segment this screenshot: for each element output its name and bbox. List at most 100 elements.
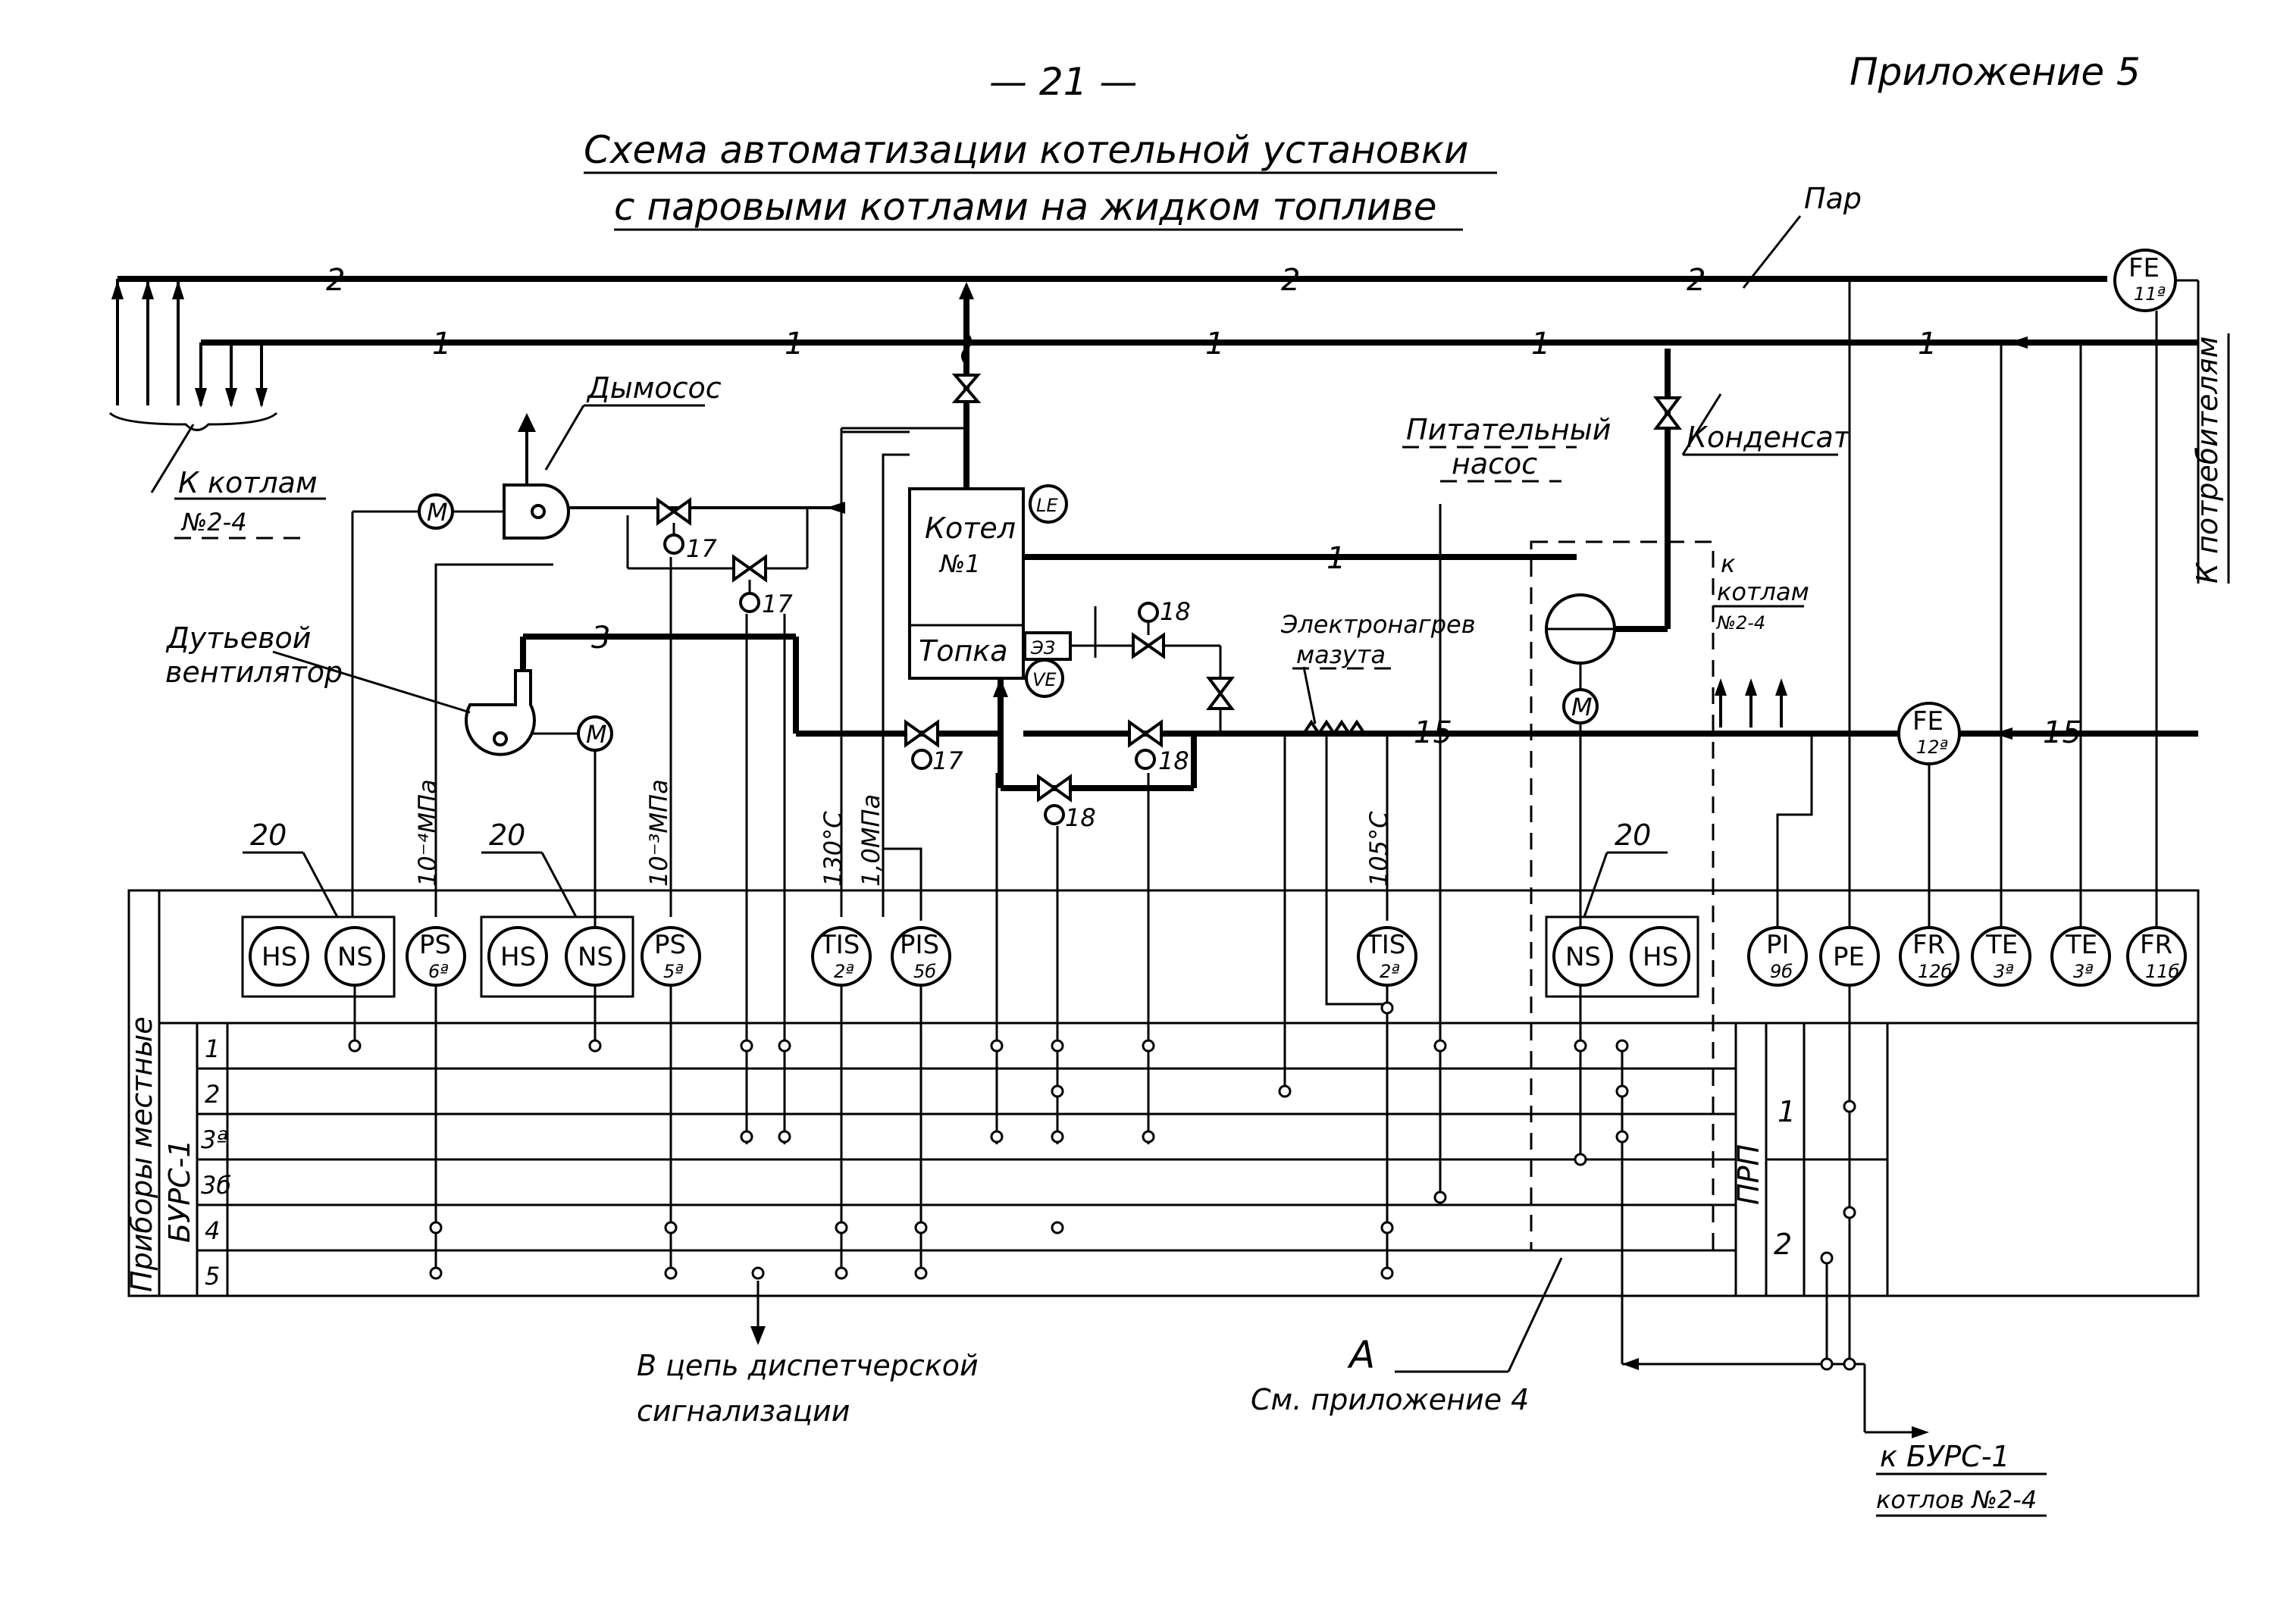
panel-local-label: Приборы местные xyxy=(125,1016,158,1292)
svg-text:TIS: TIS xyxy=(819,930,860,960)
valve-17-fuel xyxy=(904,719,939,770)
valve-steam xyxy=(951,374,982,403)
svg-text:NS: NS xyxy=(337,942,373,972)
group-number: 20 xyxy=(250,818,287,852)
line-number-condensate: 1 xyxy=(785,327,803,361)
svg-text:2ª: 2ª xyxy=(834,961,854,982)
prp-row-label: 1 xyxy=(1778,1095,1796,1128)
svg-text:3ª: 3ª xyxy=(2073,961,2094,982)
burs-row-label: 4 xyxy=(205,1216,220,1245)
panel-instrument-fr11b: FR 11б xyxy=(2126,926,2187,987)
svg-text:PE: PE xyxy=(1833,942,1865,972)
svg-text:12б: 12б xyxy=(1918,961,1953,982)
valve-number: 18 xyxy=(1158,746,1189,775)
impulse-lines xyxy=(434,279,2158,1197)
to-boilers-small-label: №2-4 xyxy=(1715,612,1765,634)
group-20-box xyxy=(480,915,634,998)
feed-pump-label-1: Питательный xyxy=(1406,413,1611,446)
panel-instrument-pe: PE xyxy=(1819,926,1880,987)
svg-text:LE: LE xyxy=(1036,495,1058,516)
appendix-label: Приложение 5 xyxy=(1850,50,2141,94)
svg-text:9б: 9б xyxy=(1770,961,1793,982)
panel-instrument-ns: NS xyxy=(1552,926,1613,987)
group-number: 20 xyxy=(489,818,525,852)
valve-number: 18 xyxy=(1160,597,1191,626)
svg-text:12ª: 12ª xyxy=(1916,737,1948,758)
line-number-steam: 2 xyxy=(1281,263,1300,298)
panel-burs-label: БУРС-1 xyxy=(163,1139,196,1243)
feed-pump-label-2: насос xyxy=(1452,447,1537,480)
panel-instrument-hs: HS xyxy=(487,926,548,987)
line-number-condensate: 1 xyxy=(432,327,451,361)
valve-17-damper xyxy=(732,554,767,613)
smoke-exhauster-label: Дымосос xyxy=(586,371,722,405)
panel-instrument-hs: HS xyxy=(1630,926,1690,987)
group-a-boundary xyxy=(1530,540,1715,1252)
burs-rows xyxy=(197,1067,1736,1252)
svg-text:6ª: 6ª xyxy=(428,961,449,982)
svg-text:HS: HS xyxy=(1643,942,1678,972)
panel-instrument-ps5a: PS 5ª xyxy=(641,926,701,987)
svg-text:FE: FE xyxy=(1912,706,1944,737)
panel-instrument-tis2a: TIS 2ª xyxy=(1357,926,1417,987)
valve-18-fuel xyxy=(1128,719,1163,770)
svg-text:ЭЗ: ЭЗ xyxy=(1030,637,1055,659)
svg-text:TIS: TIS xyxy=(1365,930,1405,960)
valve-number: 17 xyxy=(686,534,717,563)
valve-18-ignition xyxy=(1132,602,1165,659)
svg-text:11б: 11б xyxy=(2145,961,2180,982)
heater-label-1: Электронагрев xyxy=(1280,610,1476,639)
to-boilers-label: К котлам xyxy=(178,466,318,499)
blower-fan-label-2: вентилятор xyxy=(165,656,343,689)
flow-arrow xyxy=(1994,728,2012,740)
fuel-branch-arrows xyxy=(1715,678,1787,728)
svg-text:TE: TE xyxy=(1985,930,2018,960)
panel-instrument-ps6a: PS 6ª xyxy=(406,926,466,987)
steam-label: Пар xyxy=(1804,182,1862,215)
panel-instrument-ns: NS xyxy=(324,926,385,987)
valve-number: 17 xyxy=(932,746,963,775)
svg-text:M: M xyxy=(427,498,448,527)
panel-instrument-tis2a: TIS 2ª xyxy=(811,926,872,987)
blower-fan xyxy=(465,669,536,756)
condensate-label: Конденсат xyxy=(1687,421,1852,454)
condensate-branch-arrows xyxy=(108,343,278,431)
temperature-setting-label: 105°С xyxy=(1364,811,1393,887)
svg-text:11ª: 11ª xyxy=(2134,283,2166,305)
svg-text:TE: TE xyxy=(2065,930,2097,960)
svg-text:PS: PS xyxy=(654,930,686,960)
leader-line xyxy=(150,424,195,493)
valve-number: 18 xyxy=(1065,803,1096,832)
panel-instrument-pi9b: PI 9б xyxy=(1747,926,1808,987)
svg-text:HS: HS xyxy=(500,942,536,972)
valve-condensate xyxy=(1653,396,1682,430)
boiler-label: Котел xyxy=(925,512,1016,545)
valve-17-damper xyxy=(656,497,691,555)
burs-row-label: 3ª xyxy=(201,1125,227,1154)
title-line2: с паровыми котлами на жидком топливе xyxy=(614,185,1437,229)
line-number-air: 3 xyxy=(591,621,610,656)
valve-number: 17 xyxy=(762,590,793,618)
burs-row-label: 1 xyxy=(205,1034,220,1063)
line-number-steam: 2 xyxy=(326,263,345,298)
svg-text:PI: PI xyxy=(1766,930,1790,960)
to-consumers-label: К потребителям xyxy=(2191,336,2224,584)
svg-text:FR: FR xyxy=(1912,930,1945,960)
flame-element-ve xyxy=(1025,659,1064,698)
blower-fan-label-1: Дутьевой xyxy=(165,621,311,655)
group-number: 20 xyxy=(1615,818,1651,852)
svg-text:2ª: 2ª xyxy=(1380,961,1400,982)
boiler-number: №1 xyxy=(938,549,981,578)
flow-arrow xyxy=(2009,336,2028,349)
svg-text:HS: HS xyxy=(262,942,297,972)
panel-instrument-pis5b: PIS 5б xyxy=(891,926,951,987)
svg-text:5ª: 5ª xyxy=(663,961,684,982)
valve-ignition xyxy=(1206,677,1235,710)
svg-text:NS: NS xyxy=(1565,942,1601,972)
reference-letter: А xyxy=(1347,1333,1375,1377)
group-20-box xyxy=(241,915,396,998)
pressure-setting-label: 10⁻⁴МПа xyxy=(413,779,442,887)
furnace-label: Топка xyxy=(919,634,1008,668)
heater-label-2: мазута xyxy=(1296,640,1386,669)
svg-text:5б: 5б xyxy=(913,961,936,982)
